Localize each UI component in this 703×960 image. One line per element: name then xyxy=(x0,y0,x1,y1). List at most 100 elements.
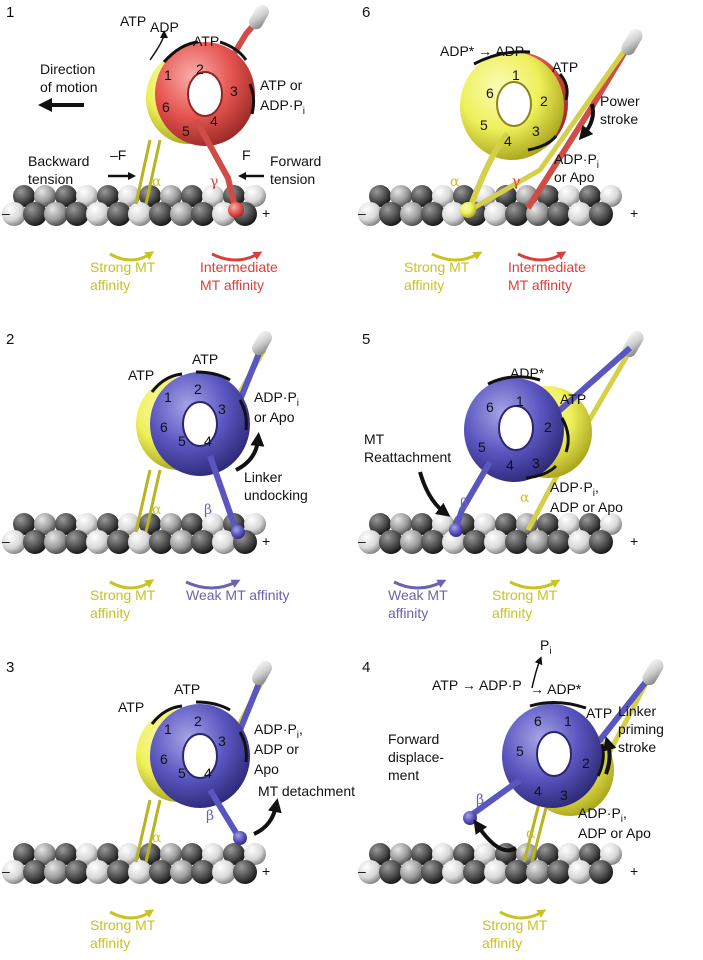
atp-left-label: ATP xyxy=(118,699,144,715)
tubulin-bead xyxy=(453,843,475,865)
tubulin-bead xyxy=(537,843,559,865)
linker-label-2: undocking xyxy=(244,487,308,503)
priming-label-3: stroke xyxy=(618,739,656,755)
strong-label-1: Strong MT xyxy=(90,587,156,603)
site-6: 6 xyxy=(160,751,168,767)
panel-5: 5 1 2 3 4 5 6 ADP* ATP MT Reattachment A… xyxy=(358,330,644,621)
tubulin-bead xyxy=(86,202,110,226)
tubulin-bead xyxy=(170,860,194,884)
tubulin-bead xyxy=(139,513,161,535)
tubulin-bead xyxy=(34,513,56,535)
weak-label-2: affinity xyxy=(388,605,428,621)
site-4: 4 xyxy=(534,783,542,799)
tubulin-bead xyxy=(44,860,68,884)
blue-mtbd xyxy=(233,831,247,845)
tubulin-bead xyxy=(65,202,89,226)
tubulin-bead xyxy=(118,185,140,207)
direction-label-1: Direction xyxy=(40,61,95,77)
tubulin-bead xyxy=(568,530,592,554)
atp-chain-b: → ADP* xyxy=(530,681,582,697)
inter-label-1: Intermediate xyxy=(508,259,586,275)
microtubule-panel-2 xyxy=(2,513,266,554)
tubulin-bead xyxy=(23,202,47,226)
tubulin-bead xyxy=(411,513,433,535)
tubulin-bead xyxy=(23,530,47,554)
adp-label: ADP xyxy=(150,19,179,35)
weak-label-1: Weak MT xyxy=(388,587,448,603)
tubulin-bead xyxy=(526,860,550,884)
tubulin-bead xyxy=(526,202,550,226)
site-6: 6 xyxy=(486,85,494,101)
tubulin-bead xyxy=(568,860,592,884)
tubulin-bead xyxy=(369,185,391,207)
beta-label: β xyxy=(476,792,484,808)
tubulin-bead xyxy=(13,843,35,865)
red-mtbd xyxy=(228,202,244,218)
microtubule-panel-6 xyxy=(358,185,622,226)
tubulin-bead xyxy=(369,513,391,535)
tubulin-bead xyxy=(44,530,68,554)
adp-star-chain: ADP* → ADP xyxy=(440,43,524,59)
plus-end: + xyxy=(630,533,638,549)
tubulin-bead xyxy=(379,860,403,884)
tubulin-bead xyxy=(505,860,529,884)
panel-1-number: 1 xyxy=(6,4,14,21)
tubulin-bead xyxy=(191,530,215,554)
site-6: 6 xyxy=(160,419,168,435)
tubulin-bead xyxy=(86,530,110,554)
site-2: 2 xyxy=(540,93,548,109)
blue-stalk xyxy=(468,777,522,819)
tubulin-bead xyxy=(421,860,445,884)
inter-label-1: Intermediate xyxy=(200,259,278,275)
tubulin-bead xyxy=(558,843,580,865)
blue-mtbd xyxy=(463,811,477,825)
yellow-mtbd xyxy=(460,202,476,218)
adp-pi-label: ADP·Pi, xyxy=(550,479,599,499)
atp-label: ATP xyxy=(552,59,578,75)
tubulin-bead xyxy=(202,513,224,535)
site-1: 1 xyxy=(564,713,572,729)
alpha-label: α xyxy=(152,502,162,518)
red-stalk xyxy=(193,118,239,213)
site-2: 2 xyxy=(196,61,204,77)
priming-label-1: Linker xyxy=(618,703,656,719)
plus-end: + xyxy=(262,863,270,879)
tubulin-bead xyxy=(233,860,257,884)
weak-label: Weak MT affinity xyxy=(186,587,289,603)
or-apo-label: or Apo xyxy=(554,169,595,185)
tubulin-bead xyxy=(421,202,445,226)
tubulin-bead xyxy=(76,843,98,865)
panel-6-number: 6 xyxy=(362,4,370,21)
blue-stalk xyxy=(207,455,239,531)
tubulin-bead xyxy=(474,513,496,535)
tubulin-bead xyxy=(390,513,412,535)
adp-pi-label: ADP·Pi xyxy=(554,151,599,171)
panel-3-number: 3 xyxy=(6,659,14,676)
site-6: 6 xyxy=(162,99,170,115)
atp-label: ATP xyxy=(560,391,586,407)
plus-end: + xyxy=(630,205,638,221)
site-4: 4 xyxy=(204,765,212,781)
tubulin-bead xyxy=(432,843,454,865)
tubulin-bead xyxy=(13,185,35,207)
atp-top-label: ATP xyxy=(193,33,219,49)
tubulin-bead xyxy=(484,860,508,884)
minus-end: – xyxy=(358,863,366,879)
site-5: 5 xyxy=(478,439,486,455)
tubulin-bead xyxy=(170,202,194,226)
tubulin-bead xyxy=(107,530,131,554)
detach-label: MT detachment xyxy=(258,783,355,799)
strong-label-2: affinity xyxy=(90,605,130,621)
tubulin-bead xyxy=(170,530,194,554)
site-3: 3 xyxy=(532,455,540,471)
tubulin-bead xyxy=(358,202,382,226)
site-1: 1 xyxy=(516,393,524,409)
blue-stalk xyxy=(207,788,241,838)
strong-label-1: Strong MT xyxy=(90,259,156,275)
tubulin-bead xyxy=(379,202,403,226)
tubulin-bead xyxy=(44,202,68,226)
forward-label-2: displace- xyxy=(388,749,444,765)
adp-star-label: ADP* xyxy=(510,365,545,381)
forward-label-1: Forward xyxy=(270,153,321,169)
